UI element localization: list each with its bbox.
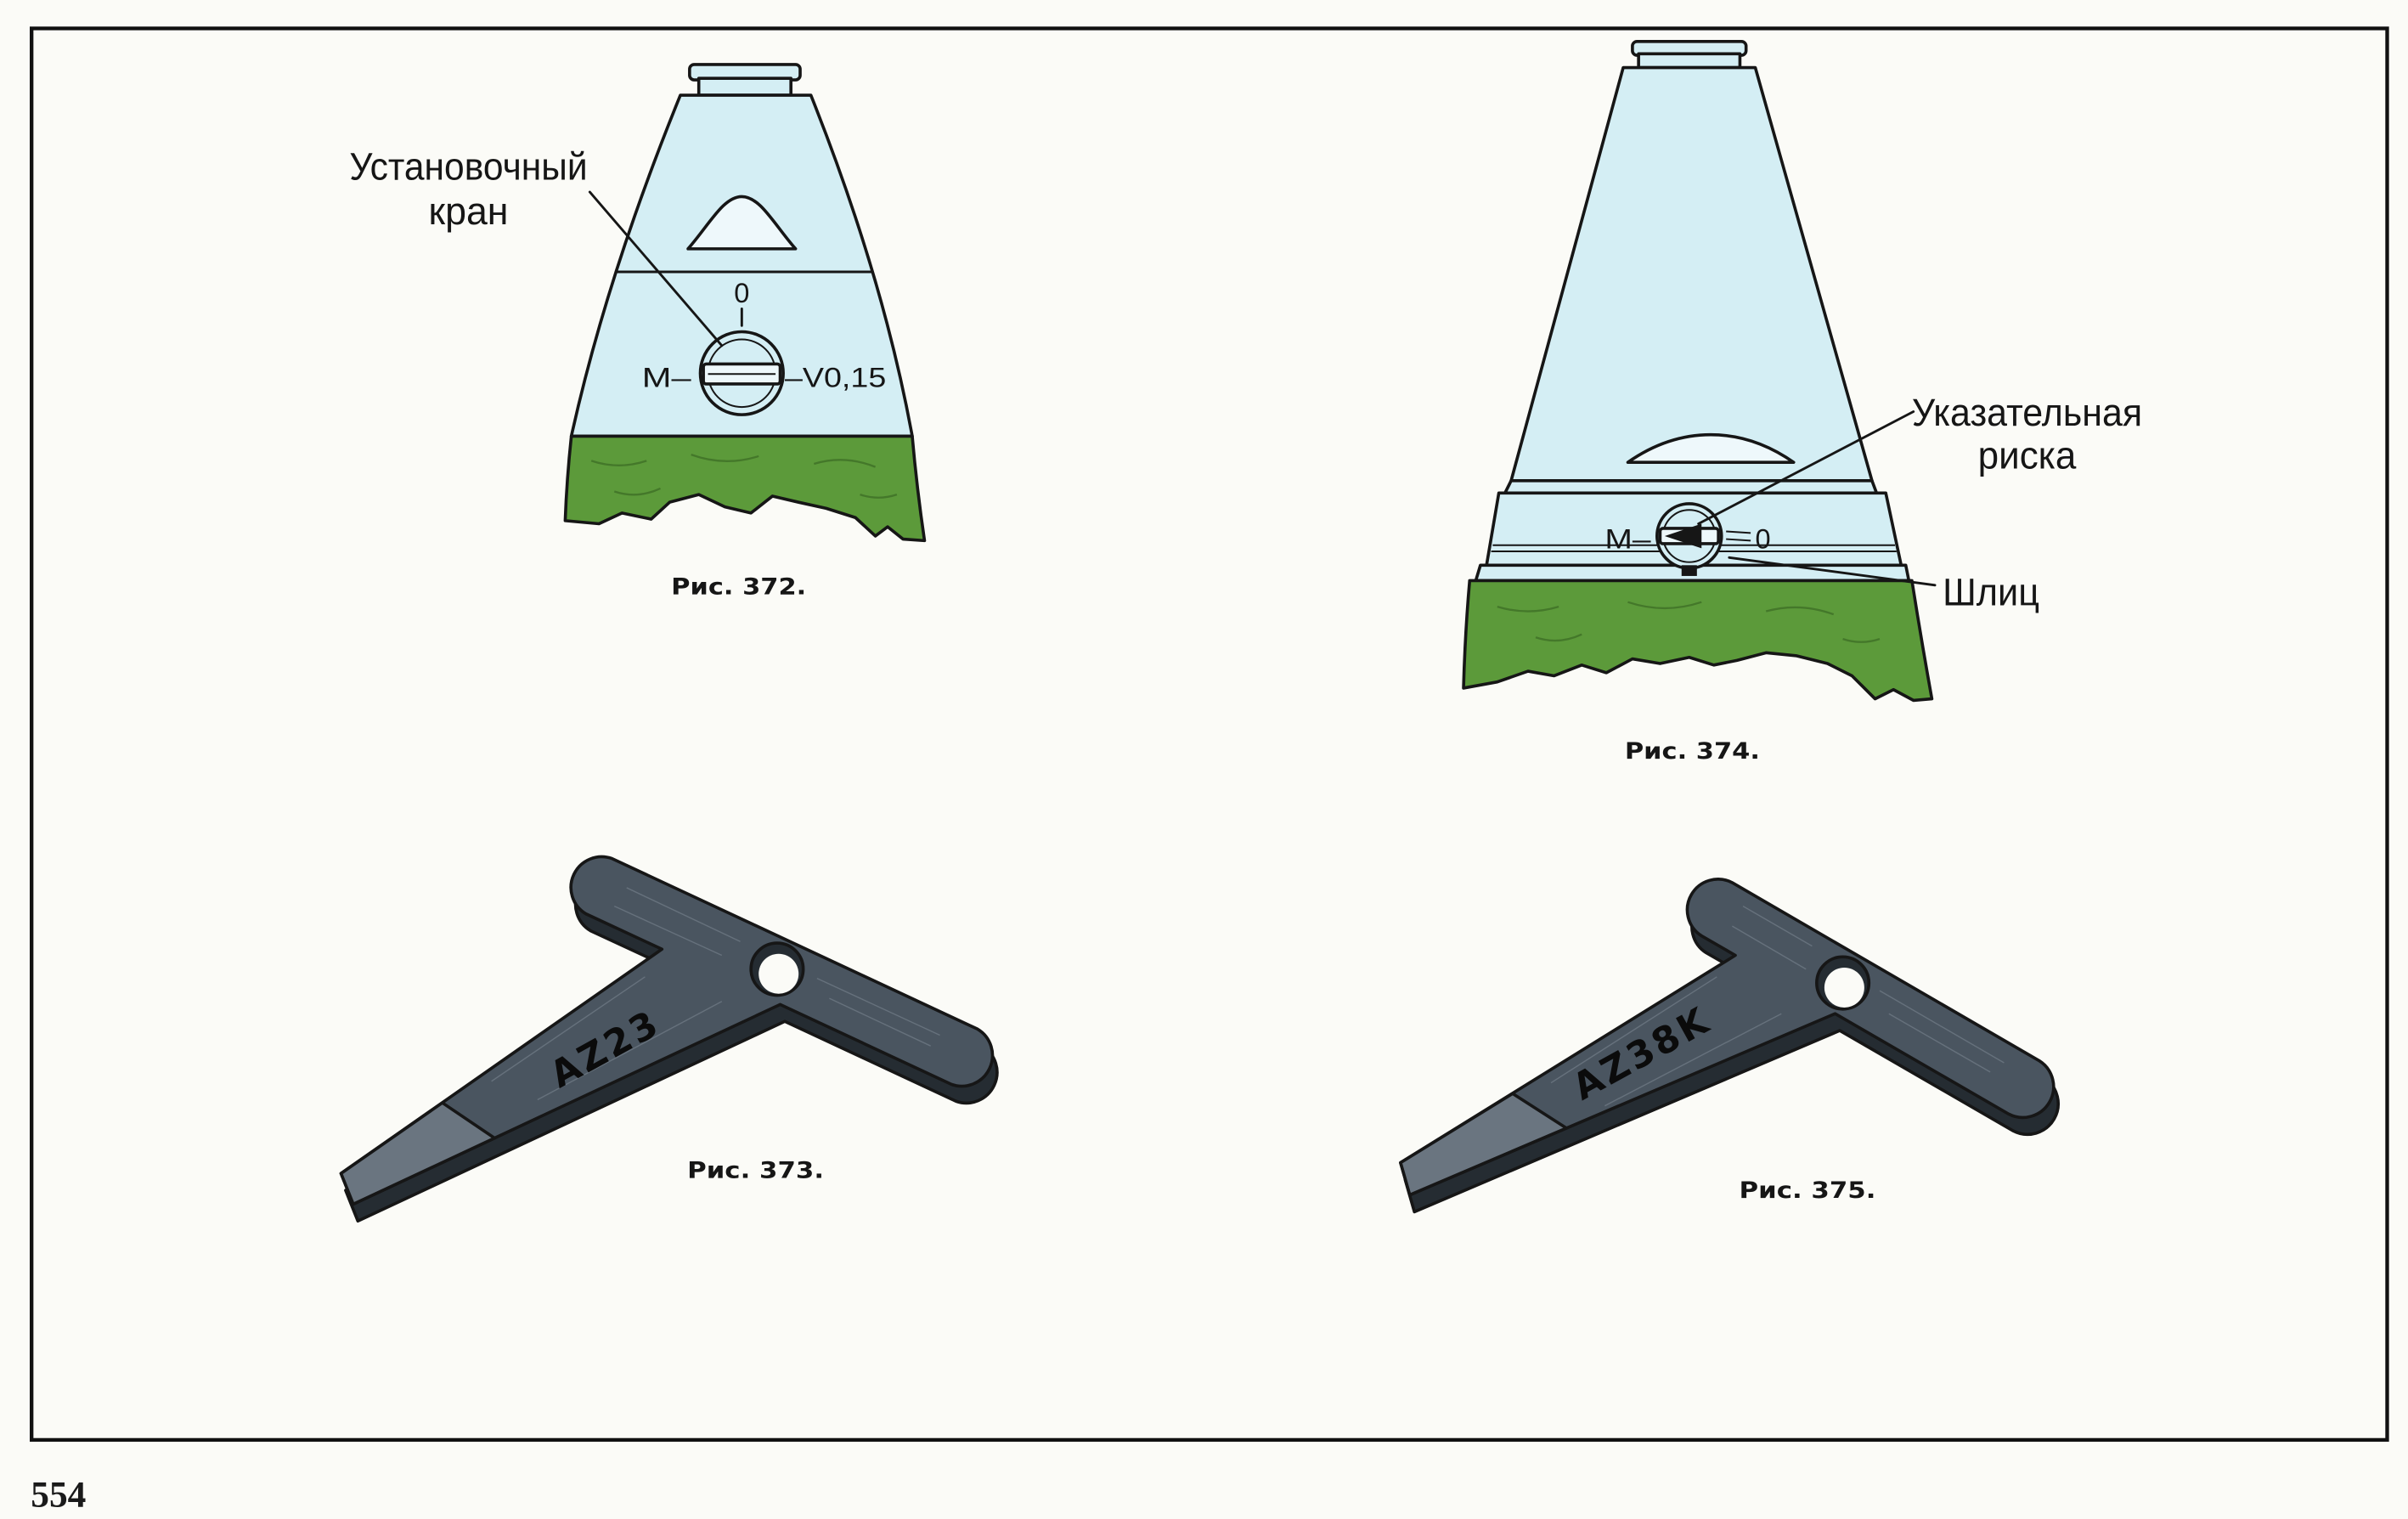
fuse-ring bbox=[1503, 479, 1879, 495]
pointer-mark bbox=[1664, 523, 1702, 549]
fuse-base bbox=[1462, 579, 1934, 703]
fuse-window-dome bbox=[1626, 432, 1796, 464]
fuse-cap-neck bbox=[696, 76, 792, 97]
slot-notch bbox=[1681, 565, 1697, 576]
dial-mark-left: M– bbox=[642, 363, 692, 393]
figure-375: AZ38K Рис. 375. bbox=[1399, 878, 2060, 1214]
figure-372: 0 M– –V0,15 Установочный кран Рис. 372. bbox=[349, 63, 927, 601]
label-pointer-mark-line1: Указательная bbox=[1912, 391, 2142, 434]
figure-frame bbox=[30, 26, 2389, 1443]
key-tip-bevel bbox=[1399, 1092, 1568, 1197]
key-hole bbox=[758, 953, 799, 994]
leader-line-setting-tap bbox=[588, 190, 724, 347]
dial-mark-right-dash bbox=[1726, 530, 1751, 534]
page-number: 554 bbox=[31, 1475, 86, 1516]
figure-374: M– 0 Указательная риска Шлиц Рис. 374. bbox=[1462, 40, 2142, 765]
leader-line-pointer-mark bbox=[1697, 410, 1915, 525]
key-tip-bevel bbox=[339, 1101, 497, 1206]
caption-fig-373: Рис. 373. bbox=[687, 1158, 824, 1184]
key-surface-hatch bbox=[1550, 906, 2005, 1107]
fuse-base bbox=[563, 434, 927, 543]
dial-mark-top: 0 bbox=[734, 278, 749, 308]
dial-mark-right: –V0,15 bbox=[785, 363, 886, 393]
fuse-window-dome bbox=[686, 195, 798, 251]
fuse-cap-neck bbox=[1637, 52, 1742, 70]
caption-fig-372: Рис. 372. bbox=[671, 574, 806, 601]
key-hole bbox=[1824, 967, 1864, 1008]
dial-mark-right: 0 bbox=[1756, 523, 1771, 554]
label-setting-tap-line1: Установочный bbox=[349, 145, 587, 189]
caption-fig-374: Рис. 374. bbox=[1625, 738, 1760, 765]
dial-mark-left: M– bbox=[1604, 523, 1651, 554]
dial-mark-right-dash-lower bbox=[1726, 538, 1751, 542]
figure-373: AZ23 Рис. 373. bbox=[339, 855, 999, 1223]
caption-fig-375: Рис. 375. bbox=[1740, 1177, 1876, 1204]
leader-line-slot bbox=[1728, 556, 1937, 587]
label-pointer-mark-line2: риска bbox=[1978, 433, 2078, 477]
fuse-base-texture bbox=[590, 454, 898, 499]
fuse-base-texture bbox=[1497, 601, 1881, 643]
label-setting-tap-line2: кран bbox=[429, 189, 509, 233]
label-slot: Шлиц bbox=[1943, 570, 2039, 613]
key-surface-hatch bbox=[491, 887, 940, 1101]
